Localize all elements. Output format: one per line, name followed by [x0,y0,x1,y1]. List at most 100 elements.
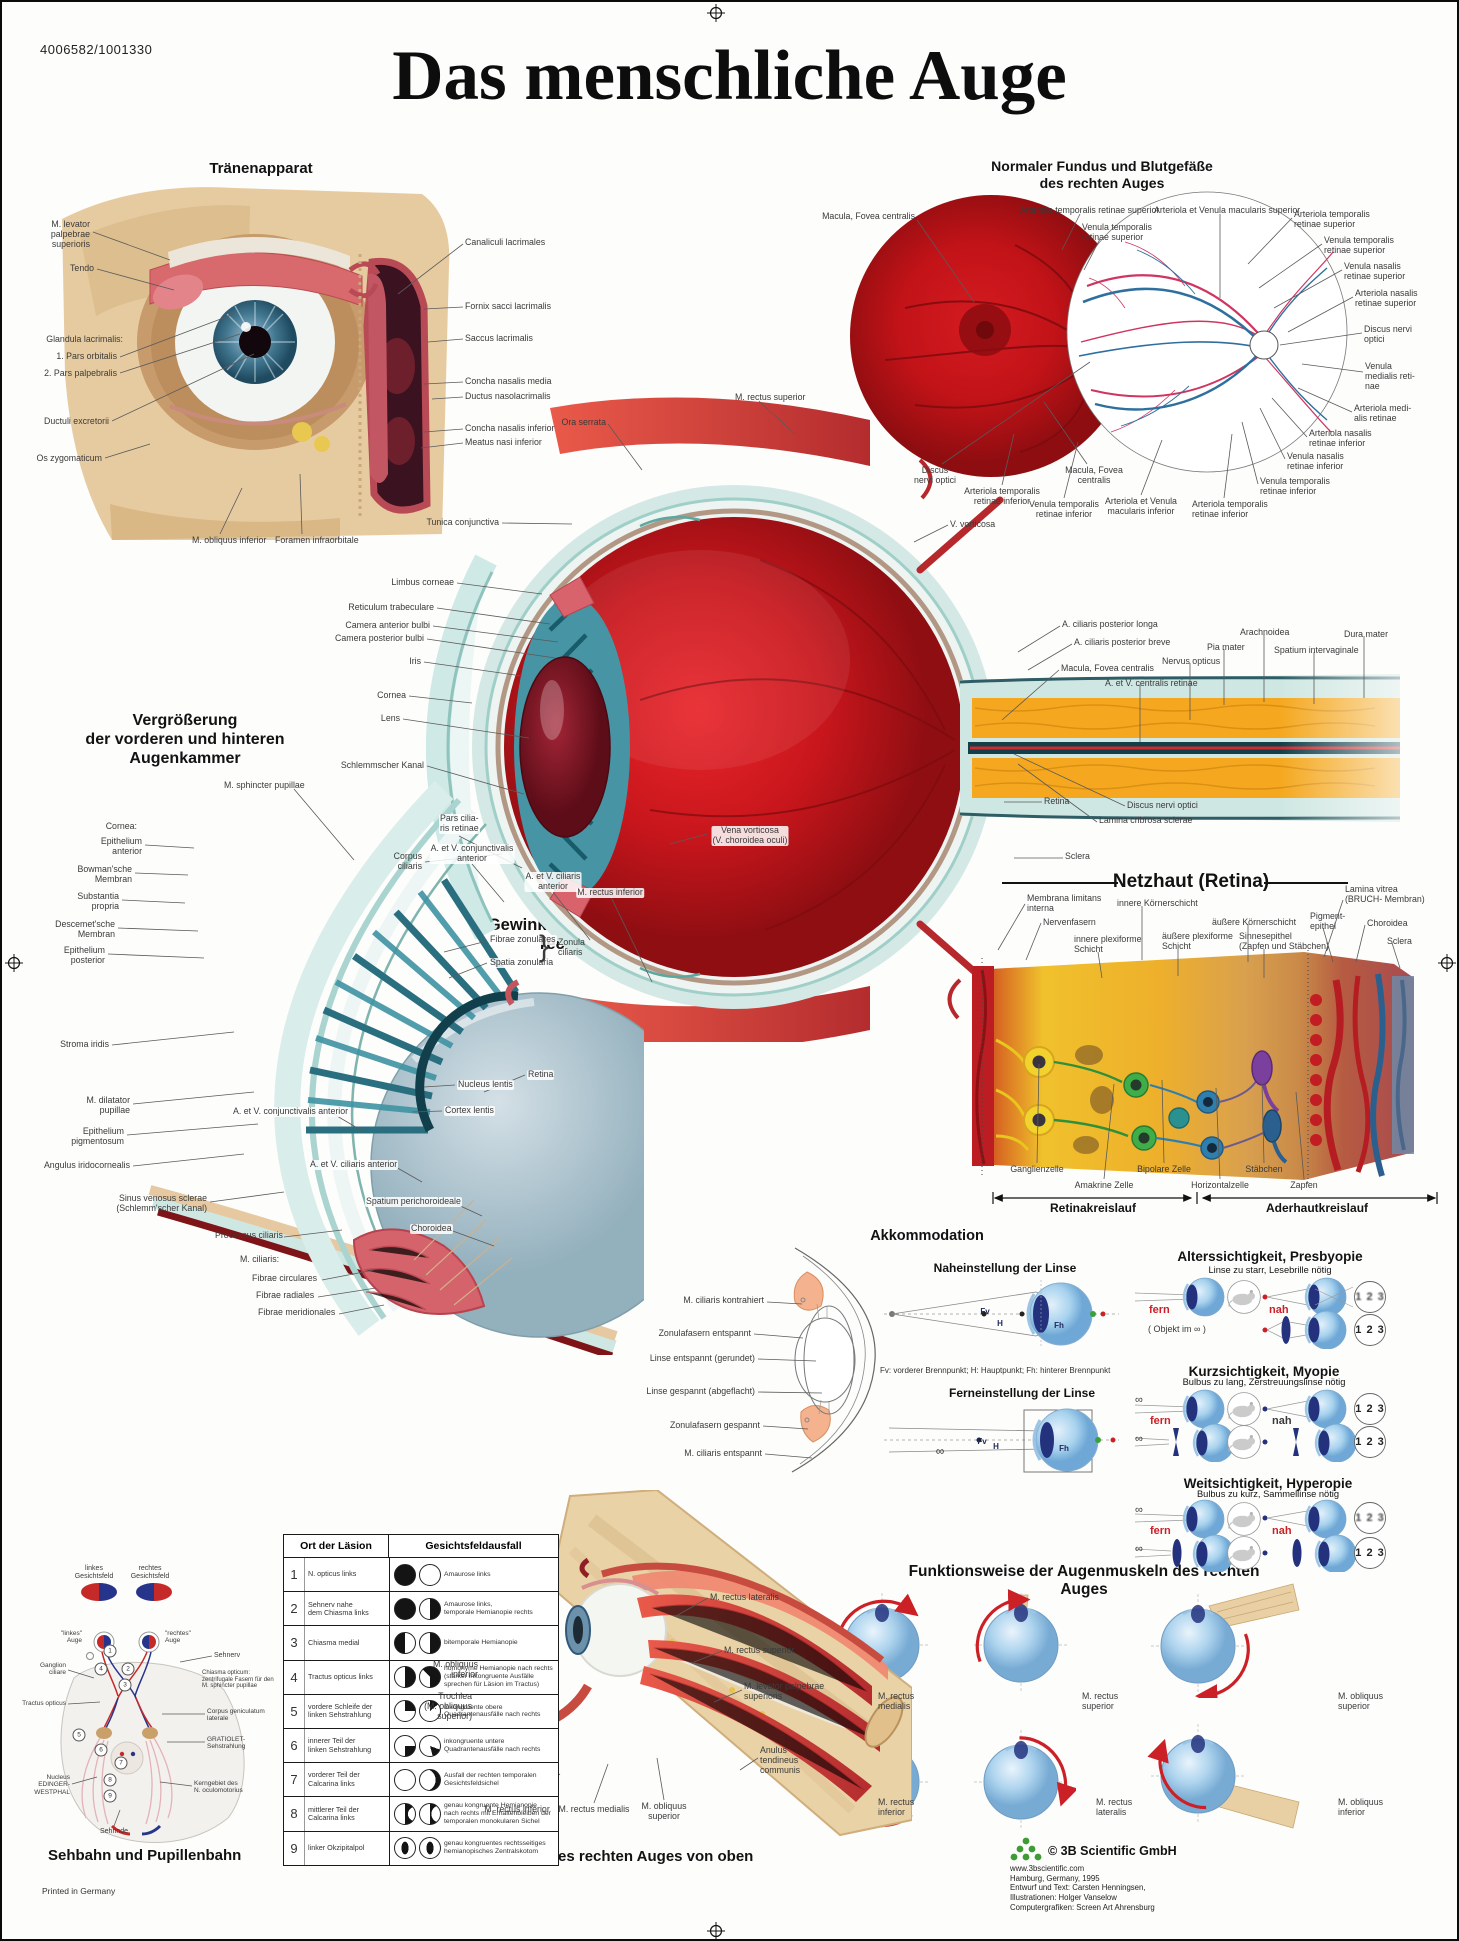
heading-fundus: Normaler Fundus und Blutgefäße des recht… [991,158,1213,191]
lesion-table-row: 3 Chiasma medial bitemporale Hemianopie [284,1626,558,1661]
lesion-number: 3 [290,1635,298,1651]
eye-chart-digits: 1 2 3 [1355,1291,1385,1303]
lesion-site: N. opticus links [304,1558,389,1592]
sehbahn-illustration [60,1583,245,1843]
label-augenkammer-7: Stroma iridis [60,1039,109,1049]
eye-chart-digits: 1 2 3 [1355,1324,1385,1336]
visual-field-right-eye [419,1666,441,1689]
lesion-table-row: 4 Tractus opticus links homonyme Hemiano… [284,1660,558,1695]
lesion-site: Chiasma medial [304,1626,389,1660]
visual-field-right-eye [419,1734,441,1757]
registration-mark-left [5,954,23,972]
label-traenenapparat-10: Fornix sacci lacrimalis [465,301,552,311]
publisher-name: © 3B Scientific GmbH [1048,1844,1177,1858]
eye-chart-digits: 1 2 3 [1355,1436,1385,1448]
lesion-table-row: 9 linker Okzipitalpol genau kongruentes … [284,1831,558,1865]
visual-field-right-eye [419,1597,441,1620]
fw-eye-medialis [833,1591,931,1693]
heading-akkommodation: Akkommodation [870,1228,984,1244]
eye-chart-digits: 1 2 3 [1355,1403,1385,1415]
subtitle-presbyopie: Linse zu starr, Lesebrille nötig [1208,1265,1332,1275]
3b-logo [1010,1837,1042,1861]
label-akkommodation-0: M. ciliaris kontrahiert [683,1295,764,1305]
defect-description: Ausfall der rechten temporalen Gesichtsf… [444,1771,537,1787]
defect-description: bitemporale Hemianopie [444,1639,518,1647]
lesion-table-row: 8 mittlerer Teil der Calcarina links gen… [284,1797,558,1832]
visual-field-left-eye [394,1734,416,1757]
netzhaut-rule-right [1264,882,1348,884]
fw-eye-lateralis [972,1728,1076,1830]
label-augenkammer-6: Epithelium posterior [63,945,105,965]
label-traenenapparat-11: Saccus lacrimalis [465,333,533,343]
label-akkommodation-1: Zonulafasern entspannt [658,1328,751,1338]
heading-traenenapparat: Tränenapparat [209,160,313,177]
table-header-lesion: Ort der Läsion [284,1535,389,1557]
eye-chart-digits: 1 2 3 [1355,1547,1385,1559]
label-akkommodation-5: M. ciliaris entspannt [684,1448,762,1458]
traenenapparat-illustration [62,187,450,541]
ferneinstellung-diagram [884,1408,1119,1473]
lesion-table: Ort der Läsion Gesichtsfeldausfall 1 N. … [283,1534,559,1866]
brennpunkt-note: Fv: vorderer Brennpunkt; H: Hauptpunkt; … [880,1366,1111,1375]
fw-eye-obliquus-inferior [1147,1722,1300,1829]
visual-field-left-eye [394,1768,416,1791]
visual-field-right-eye [419,1802,441,1825]
augenkammer-illustration [148,780,644,1355]
visual-field-right-eye [419,1563,441,1586]
label-akkommodation-2: Linse entspannt (gerundet) [649,1353,755,1363]
label-fundus-8: Discus nervi optici [1364,324,1412,344]
defect-description: Amaurose links, temporale Hemianopie rec… [444,1600,533,1616]
heading-presbyopie: Alterssichtigkeit, Presbyopie [1177,1249,1363,1264]
akkommodation-eye-outline [791,1247,876,1473]
lesion-table-row: 2 Sehnerv nahe dem Chiasma links Amauros… [284,1592,558,1627]
label-funktionsweise-4: M. rectus lateralis [1096,1797,1133,1817]
visual-field-right-eye [419,1837,441,1860]
lesion-site: vordere Schleife der linken Sehstrahlung [304,1694,389,1728]
lesion-site: Tractus opticus links [304,1660,389,1694]
lesion-table-row: 6 innerer Teil der linken Sehstrahlung i… [284,1728,558,1764]
fw-eye-superior [972,1589,1070,1693]
heading-myopie: Kurzsichtigkeit, Myopie [1188,1364,1340,1379]
label-augenkammer-4: Substantia propria [77,891,119,911]
label-augenkammer-5: Descemet'sche Membran [55,919,115,939]
label-main_eye-10: Lens [380,713,400,723]
label-aderhautkreislauf: Aderhautkreislauf [1265,1201,1369,1215]
defect-description: Amaurose links [444,1570,491,1578]
muskeln-von-oben-illustration [515,1490,912,1837]
lesion-site: Sehnerv nahe dem Chiasma links [304,1592,389,1626]
lesion-number: 7 [290,1772,298,1788]
visual-field-right-eye [419,1700,441,1723]
lesion-number: 4 [290,1669,298,1685]
registration-mark-bottom [707,1922,725,1939]
lesion-site: innerer Teil der linken Sehstrahlung [304,1728,389,1763]
visual-field-right-eye [419,1631,441,1654]
defect-description: genau kongruente Hemianopie nach rechts … [444,1802,551,1825]
label-funktionsweise-5: M. obliquus inferior [1338,1797,1383,1817]
lesion-number: 1 [290,1567,298,1583]
lesion-table-row: 5 vordere Schleife der linken Sehstrahlu… [284,1694,558,1729]
naheinstellung-diagram [884,1280,1119,1348]
defect-description: genau kongruentes rechtsseitiges hemiano… [444,1840,546,1856]
heading-ferneinstellung: Ferneinstellung der Linse [948,1386,1096,1400]
printed-in-germany: Printed in Germany [42,1886,116,1896]
label-traenenapparat-9: Canaliculi lacrimales [465,237,546,247]
visual-field-left-eye [394,1802,416,1825]
defect-description: homonyme Hemianopie nach rechts (stärker… [444,1665,553,1689]
fw-eye-obliquus-superior [1149,1583,1300,1698]
registration-mark-right [1438,954,1456,972]
lesion-site: vorderer Teil der Calcarina links [304,1763,389,1797]
heading-funktionsweise: Funktionsweise der Augenmuskeln des rech… [908,1563,1260,1599]
heading-naheinstellung: Naheinstellung der Linse [933,1261,1077,1275]
defect-description: inkongruente obere Quadrantenausfälle na… [444,1703,541,1719]
visual-field-left-eye [394,1631,416,1654]
lesion-table-row: 7 vorderer Teil der Calcarina links Ausf… [284,1763,558,1798]
publisher-info: www.3bscientific.com Hamburg, Germany, 1… [1010,1864,1155,1912]
presbyopie-diagram [1134,1276,1386,1349]
lesion-table-row: 1 N. opticus links Amaurose links [284,1558,558,1593]
lesion-number: 5 [290,1703,298,1719]
heading-augenkammer: Vergrößerung der vorderen und hinteren A… [85,712,285,767]
visual-field-left-eye [394,1597,416,1620]
lesion-number: 6 [290,1738,298,1754]
lesion-site: linker Okzipitalpol [304,1831,389,1865]
